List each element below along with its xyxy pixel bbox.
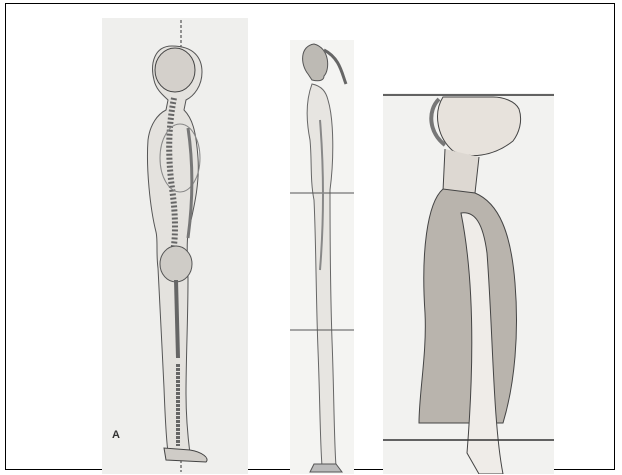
skeleton-illustration xyxy=(102,18,248,474)
torso-posture-sketch xyxy=(383,93,554,474)
figure-label: A xyxy=(112,429,120,441)
image-frame: A xyxy=(5,3,615,470)
standing-figure-sketch xyxy=(290,40,354,474)
